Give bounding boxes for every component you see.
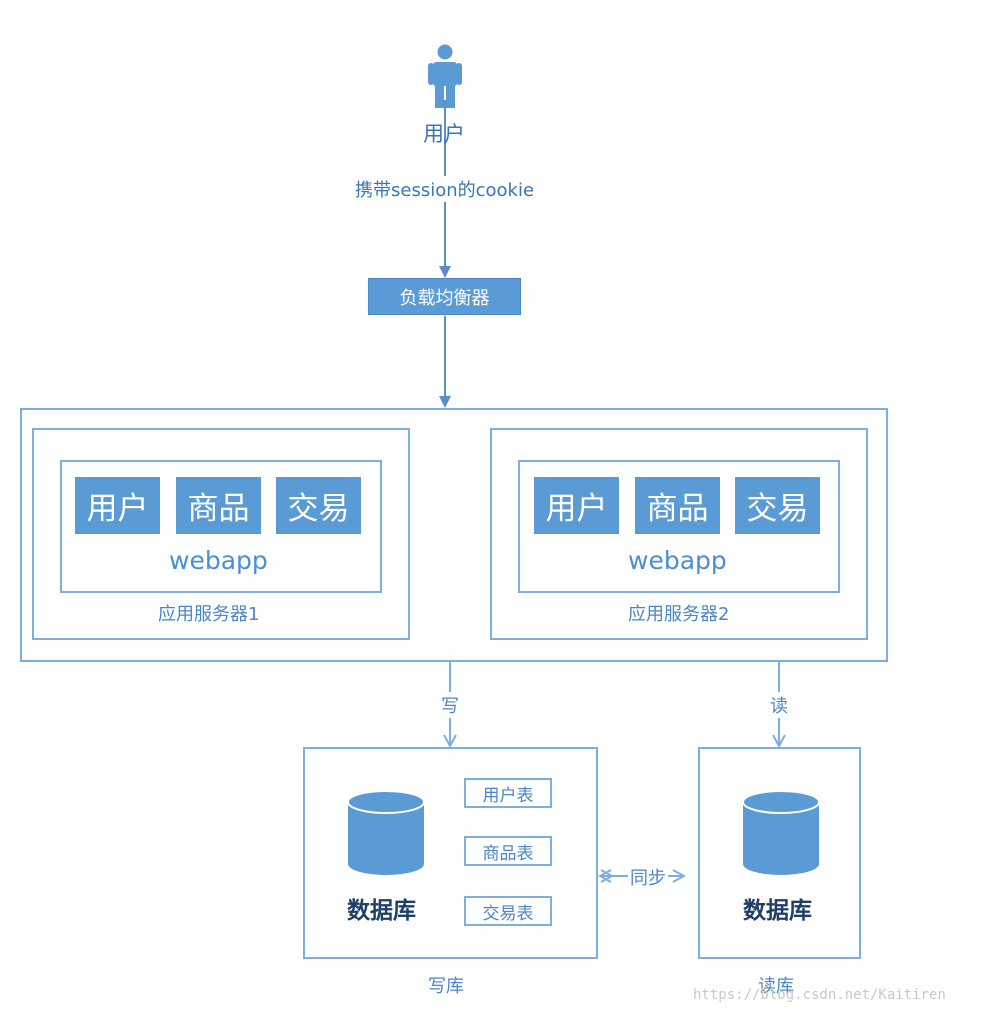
- module-user-2: 用户: [534, 477, 619, 534]
- sync-edge-label: 同步: [628, 864, 668, 890]
- write-db-caption: 写库: [428, 976, 464, 997]
- server-caption-1: 应用服务器1: [158, 604, 260, 625]
- read-edge-label: 读: [770, 692, 788, 718]
- read-db-label: 数据库: [743, 898, 812, 924]
- read-db-cylinder-icon: [742, 790, 820, 875]
- watermark: https://blog.csdn.net/Kaitiren: [693, 987, 946, 1003]
- module-user-1: 用户: [75, 477, 160, 534]
- module-trade-2: 交易: [735, 477, 820, 534]
- request-label: 携带session的cookie: [355, 176, 535, 202]
- module-goods-1: 商品: [176, 477, 261, 534]
- write-db-label: 数据库: [347, 898, 416, 924]
- load-balancer-label: 负载均衡器: [399, 287, 490, 309]
- load-balancer-box: 负载均衡器: [368, 278, 521, 315]
- user-label: 用户: [423, 122, 465, 146]
- module-trade-1: 交易: [276, 477, 361, 534]
- webapp-label-1: webapp: [169, 546, 268, 575]
- goods-table: 商品表: [464, 836, 552, 866]
- trade-table: 交易表: [464, 896, 552, 926]
- write-edge-label: 写: [441, 692, 459, 718]
- webapp-label-2: webapp: [628, 546, 727, 575]
- user-table: 用户表: [464, 778, 552, 808]
- read-db-caption: 读库: [758, 976, 794, 997]
- module-goods-2: 商品: [635, 477, 720, 534]
- server-caption-2: 应用服务器2: [628, 604, 730, 625]
- user-icon: [428, 44, 462, 108]
- write-db-cylinder-icon: [347, 790, 425, 875]
